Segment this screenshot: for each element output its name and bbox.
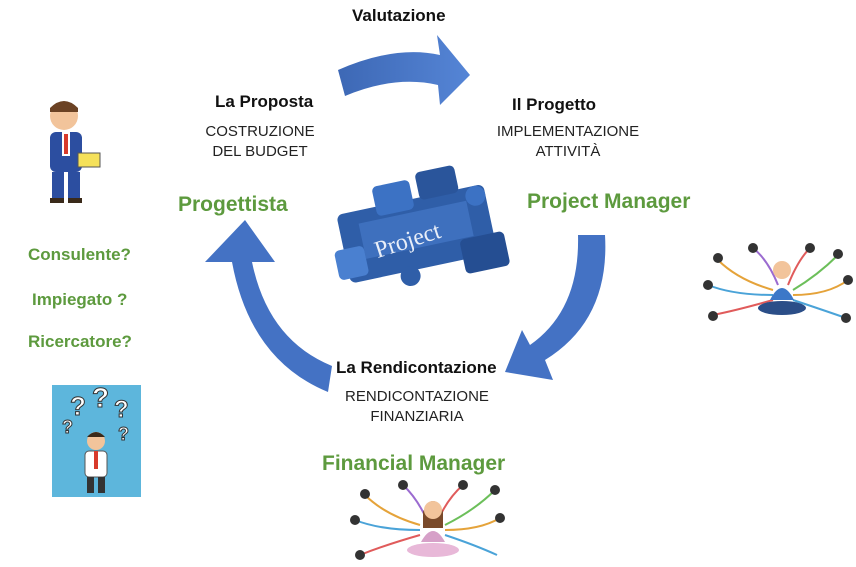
- stage-rendicontazione-line2: FINANZIARIA: [370, 408, 464, 425]
- svg-text:?: ?: [92, 385, 109, 413]
- stage-progetto-title: Il Progetto: [512, 95, 597, 114]
- question-consulente: Consulente?: [28, 245, 131, 264]
- stage-rendicontazione-title: La Rendicontazione: [336, 358, 497, 377]
- stage-progetto-line2: ATTIVITÀ: [535, 143, 601, 160]
- stage-rendicontazione-line1: RENDICONTAZIONE: [345, 388, 489, 405]
- svg-text:?: ?: [70, 391, 86, 421]
- svg-text:?: ?: [114, 396, 129, 423]
- svg-text:?: ?: [62, 417, 73, 437]
- role-project-manager: Project Manager: [527, 190, 691, 213]
- arrow-right: [505, 235, 606, 380]
- stage-rendicontazione-desc: RENDICONTAZIONE FINANZIARIA: [327, 387, 507, 427]
- question-person-image: ? ? ? ? ?: [52, 385, 141, 497]
- question-person-graphic: ? ? ? ? ?: [62, 385, 130, 493]
- role-progettista: Progettista: [178, 193, 288, 216]
- stage-proposta-line2: DEL BUDGET: [212, 143, 308, 160]
- question-ricercatore: Ricercatore?: [28, 332, 132, 351]
- stage-proposta-title: La Proposta: [215, 92, 314, 111]
- arrow-top: [338, 35, 470, 105]
- stage-proposta-desc: COSTRUZIONE DEL BUDGET: [190, 122, 330, 162]
- question-impiegato: Impiegato ?: [32, 290, 128, 309]
- arrow-left: [205, 220, 332, 392]
- stage-valutazione-title: Valutazione: [352, 6, 446, 25]
- svg-text:?: ?: [118, 424, 129, 444]
- stage-proposta-line1: COSTRUZIONE: [205, 123, 315, 140]
- stage-progetto-line1: IMPLEMENTAZIONE: [496, 123, 640, 140]
- stage-progetto-desc: IMPLEMENTAZIONE ATTIVITÀ: [478, 122, 658, 162]
- role-financial-manager: Financial Manager: [322, 452, 506, 475]
